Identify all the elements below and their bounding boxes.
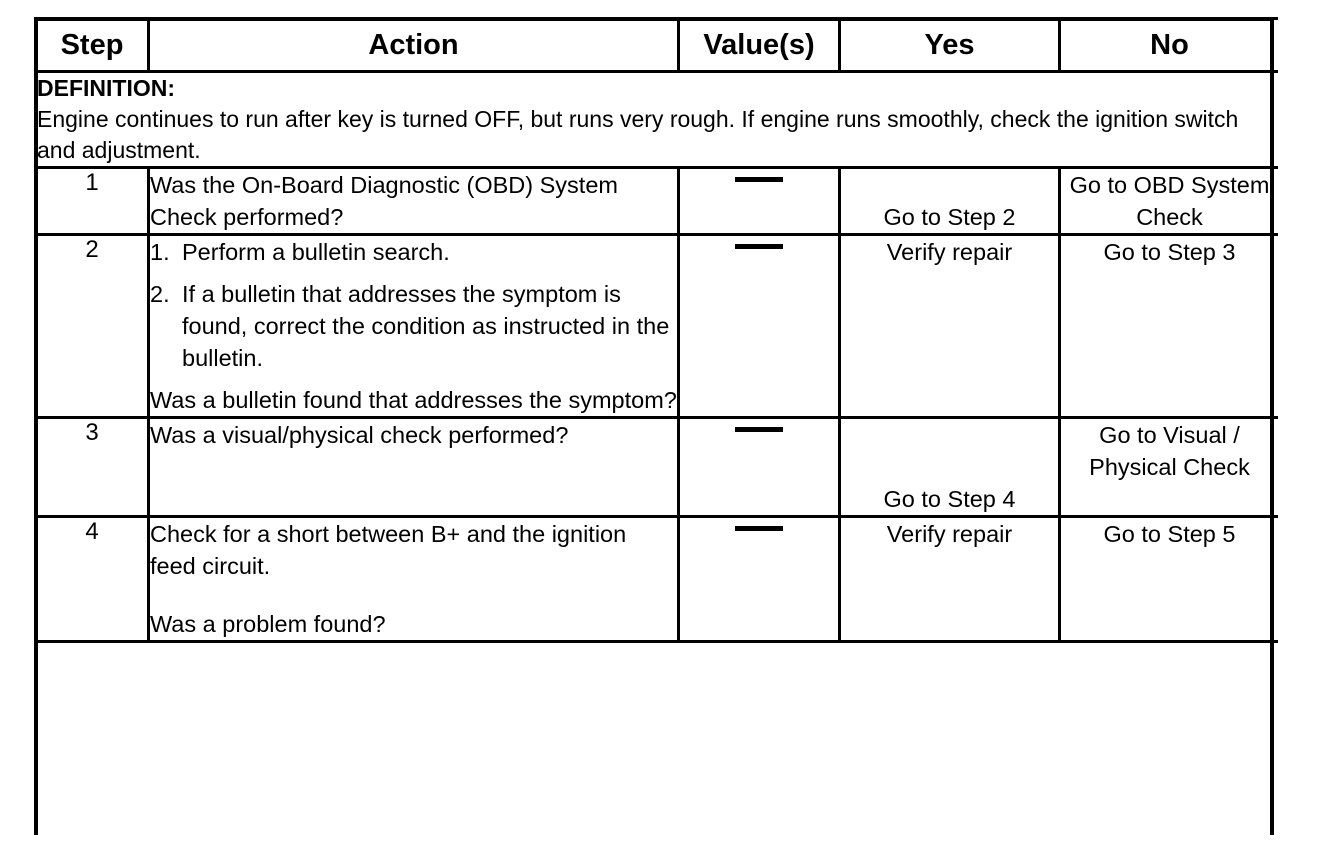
step-number: 3 [34, 416, 150, 518]
step-action: Was the On-Board Diagnostic (OBD) System… [147, 166, 680, 236]
action-text: If a bulletin that addresses the symptom… [182, 281, 670, 371]
table-row: 2 1. Perform a bulletin search. 2. If a bu… [34, 233, 1278, 419]
step-number: 4 [34, 515, 150, 643]
step-value [677, 233, 841, 419]
definition-title: DEFINITION: [37, 75, 175, 101]
action-question: Was a problem found? [150, 611, 386, 637]
step-value [677, 416, 841, 518]
em-dash-icon [735, 526, 783, 531]
step-number: 2 [34, 233, 150, 419]
em-dash-icon [735, 244, 783, 249]
column-header-step: Step [34, 17, 150, 73]
no-branch-text: Go to Step 3 [1103, 239, 1236, 265]
column-header-value: Value(s) [677, 17, 841, 73]
action-list-item: 1. Perform a bulletin search. [150, 236, 677, 268]
spacer [150, 477, 677, 503]
spacer [150, 582, 677, 608]
step-action: Was a visual/physical check performed? [147, 416, 680, 518]
definition-row: DEFINITION: Engine continues to run afte… [34, 70, 1278, 169]
yes-branch-text: Verify repair [886, 239, 1013, 265]
action-list-item: 2. If a bulletin that addresses the sympt… [150, 278, 677, 374]
no-branch-text: Go to Step 5 [1103, 521, 1236, 547]
yes-branch-text: Go to Step 2 [883, 204, 1016, 230]
table-clip-region: Step Action Value(s) Yes No DEFINITION: … [34, 17, 1278, 835]
yes-branch-text: Go to Step 4 [883, 486, 1016, 512]
step-no-branch: Go to Step 3 [1058, 233, 1278, 419]
definition-body: Engine continues to run after key is tur… [37, 106, 1239, 163]
step-yes-branch: Verify repair [838, 515, 1061, 643]
em-dash-icon [735, 427, 783, 432]
table-row: 4 Check for a short between B+ and the i… [34, 515, 1278, 643]
step-value [677, 515, 841, 643]
yes-branch-text: Verify repair [886, 521, 1013, 547]
column-header-yes: Yes [838, 17, 1061, 73]
spacer [841, 419, 1058, 451]
list-marker: 2. [150, 281, 170, 307]
no-branch-text: Go to OBD System Check [1069, 172, 1270, 230]
column-header-action: Action [147, 17, 680, 73]
step-yes-branch: Go to Step 2 [838, 166, 1061, 236]
action-text: Check for a short between B+ and the ign… [150, 521, 627, 579]
table-row: 1 Was the On-Board Diagnostic (OBD) Syst… [34, 166, 1278, 236]
spacer [150, 451, 677, 477]
action-text: Perform a bulletin search. [182, 239, 450, 265]
step-yes-branch: Go to Step 4 [838, 416, 1061, 518]
action-text: Was the On-Board Diagnostic (OBD) System… [150, 172, 618, 230]
spacer [841, 451, 1058, 483]
step-number: 1 [34, 166, 150, 236]
table-row: 3 Was a visual/physical check performed?… [34, 416, 1278, 518]
spacer [841, 169, 1058, 201]
em-dash-icon [735, 177, 783, 182]
diagnostic-table: Step Action Value(s) Yes No DEFINITION: … [34, 17, 1278, 643]
no-branch-text: Go to Visual / Physical Check [1089, 422, 1250, 480]
step-yes-branch: Verify repair [838, 233, 1061, 419]
step-action: 1. Perform a bulletin search. 2. If a bull… [147, 233, 680, 419]
step-action: Check for a short between B+ and the ign… [147, 515, 680, 643]
step-value [677, 166, 841, 236]
list-marker: 1. [150, 239, 170, 265]
step-no-branch: Go to Step 5 [1058, 515, 1278, 643]
action-question: Was a bulletin found that addresses the … [150, 387, 677, 413]
column-header-no: No [1058, 17, 1278, 73]
table-header-row: Step Action Value(s) Yes No [34, 17, 1278, 73]
step-no-branch: Go to OBD System Check [1058, 166, 1278, 236]
definition-cell: DEFINITION: Engine continues to run afte… [34, 70, 1278, 169]
action-text: Was a visual/physical check performed? [150, 422, 569, 448]
step-no-branch: Go to Visual / Physical Check [1058, 416, 1278, 518]
